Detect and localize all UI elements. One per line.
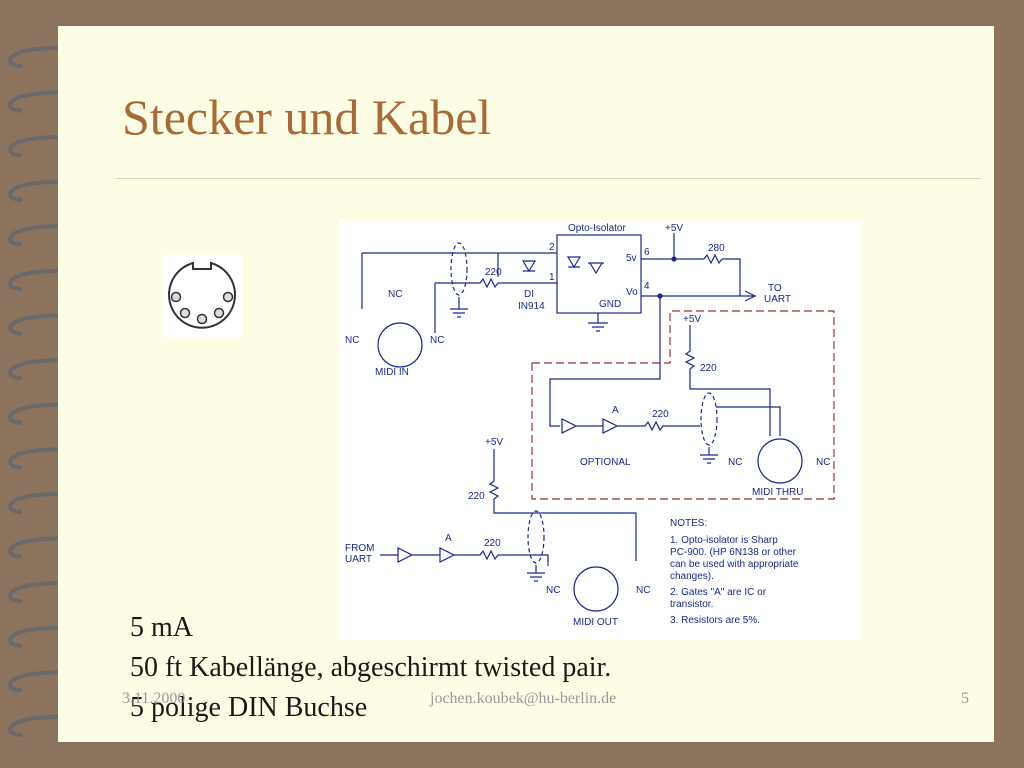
footer-email: jochen.koubek@hu-berlin.de	[430, 690, 617, 707]
to-uart-1: TO	[768, 283, 782, 294]
opto-label: Opto-Isolator	[568, 223, 626, 234]
midi-out-nc-right: NC	[636, 585, 650, 596]
note-line-4: changes).	[670, 571, 714, 582]
midi-in-label: MIDI IN	[375, 367, 409, 378]
opto-vo-label: Vo	[626, 287, 638, 298]
pin-4: 4	[644, 281, 650, 292]
note-line-7: 3. Resistors are 5%.	[670, 615, 760, 626]
midi-schematic: Opto-Isolator GND 5v Vo 2 1 6 4 +5V 280 …	[340, 221, 862, 640]
note-line-3: can be used with appropriate	[670, 559, 799, 570]
bullet-cable: 50 ft Kabellänge, abgeschirmt twisted pa…	[130, 652, 612, 683]
bullet-din: 5 polige DIN Buchse	[130, 692, 368, 723]
midi-thru-label: MIDI THRU	[752, 487, 803, 498]
to-uart-2: UART	[764, 294, 791, 305]
midi-in-nc-left: NC	[345, 335, 359, 346]
bullet-current: 5 mA	[130, 612, 193, 643]
r220-thru: 220	[652, 409, 669, 420]
diode-label-1: DI	[524, 289, 534, 300]
optional-label: OPTIONAL	[580, 457, 631, 468]
footer-page-number: 5	[961, 690, 969, 707]
opto-5v-label: 5v	[626, 253, 637, 264]
midi-out-label: MIDI OUT	[573, 617, 618, 628]
notes-title: NOTES:	[670, 518, 707, 529]
note-line-1: 1. Opto-isolator is Sharp	[670, 535, 778, 546]
pin-6: 6	[644, 247, 650, 258]
midi-out-nc-left: NC	[546, 585, 560, 596]
gate-a-thru: A	[612, 405, 619, 416]
pin-1: 1	[549, 272, 555, 283]
from-uart-2: UART	[345, 554, 372, 565]
note-line-6: transistor.	[670, 599, 713, 610]
midi-thru-nc-left: NC	[728, 457, 742, 468]
din-connector-icon	[163, 255, 241, 337]
pin-2: 2	[549, 242, 555, 253]
from-uart-1: FROM	[345, 543, 374, 554]
r220-out: 220	[484, 538, 501, 549]
plus5v-top: +5V	[665, 223, 683, 234]
slide-title: Stecker und Kabel	[122, 89, 492, 145]
slide-body: 5 mA 50 ft Kabellänge, abgeschirmt twist…	[130, 608, 611, 728]
midi-in-nc-top: NC	[388, 289, 402, 300]
r220-thru-v: 220	[700, 363, 717, 374]
note-line-2: PC-900. (HP 6N138 or other	[670, 547, 797, 558]
r280-label: 280	[708, 243, 725, 254]
diode-label-2: IN914	[518, 301, 545, 312]
footer-date: 3.11.2000	[122, 690, 186, 707]
midi-in-nc-right: NC	[430, 335, 444, 346]
note-line-5: 2. Gates "A" are IC or	[670, 587, 767, 598]
plus5v-thru: +5V	[683, 314, 701, 325]
r220-out-v: 220	[468, 491, 485, 502]
title-divider	[115, 178, 981, 179]
opto-gnd-label: GND	[599, 299, 621, 310]
gate-a-out: A	[445, 533, 452, 544]
plus5v-out: +5V	[485, 437, 503, 448]
r220-in: 220	[485, 267, 502, 278]
midi-thru-nc-right: NC	[816, 457, 830, 468]
